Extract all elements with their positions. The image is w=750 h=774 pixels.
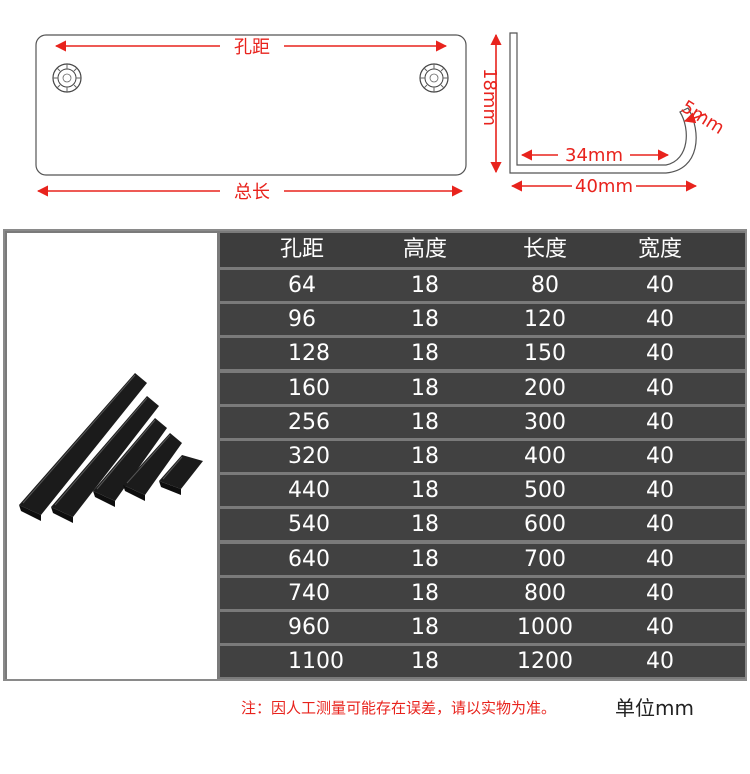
- cell-length: 700: [524, 546, 566, 572]
- cell-width: 40: [646, 341, 674, 367]
- cell-length: 400: [524, 444, 566, 469]
- inner-length-label: 34mm: [565, 145, 623, 166]
- header-hole-distance: 孔距: [280, 237, 325, 262]
- curl-arrow: [683, 112, 707, 124]
- table-row: 64 18 80 40: [220, 270, 745, 301]
- cell-hole-distance: 128: [288, 341, 330, 367]
- header-length: 长度: [522, 237, 567, 262]
- height-label: 18mm: [479, 68, 500, 126]
- cell-width: 40: [646, 375, 674, 401]
- header-width: 宽度: [637, 237, 682, 262]
- left-screw-hole-icon: [52, 63, 82, 93]
- cell-hole-distance: 320: [288, 444, 330, 469]
- cell-width: 40: [646, 512, 674, 538]
- cell-length: 500: [524, 478, 566, 504]
- table-header-row: 孔距 高度 长度 宽度: [220, 233, 745, 267]
- header-height: 高度: [402, 237, 447, 262]
- total-length-label: 总长: [234, 182, 270, 203]
- cell-length: 600: [524, 512, 566, 538]
- cell-height: 18: [411, 580, 439, 606]
- cell-width: 40: [646, 444, 674, 469]
- cell-hole-distance: 640: [288, 546, 330, 572]
- cell-height: 18: [411, 273, 439, 298]
- cell-height: 18: [411, 409, 439, 435]
- table-row: 440 18 500 40: [220, 475, 745, 507]
- cell-length: 150: [524, 341, 566, 367]
- cell-width: 40: [646, 478, 674, 504]
- cell-length: 120: [524, 307, 566, 333]
- table-row: 960 18 1000 40: [220, 612, 745, 643]
- table-row: 320 18 400 40: [220, 441, 745, 472]
- cell-hole-distance: 540: [288, 512, 330, 538]
- cell-length: 200: [524, 375, 566, 401]
- cell-length: 80: [531, 273, 559, 298]
- handle-front-view: [35, 34, 467, 176]
- cell-hole-distance: 160: [288, 375, 330, 401]
- cell-hole-distance: 96: [288, 307, 316, 333]
- table-row: 256 18 300 40: [220, 406, 745, 438]
- hole-distance-label: 孔距: [234, 37, 270, 58]
- cell-height: 18: [411, 512, 439, 538]
- cell-width: 40: [646, 409, 674, 435]
- unit-label: 单位mm: [615, 696, 694, 720]
- cell-height: 18: [411, 444, 439, 469]
- right-screw-hole-icon: [419, 63, 449, 93]
- cell-width: 40: [646, 273, 674, 298]
- cell-width: 40: [646, 649, 674, 675]
- cell-hole-distance: 1100: [288, 649, 344, 675]
- table-row: 96 18 120 40: [220, 304, 745, 336]
- cell-length: 1000: [517, 615, 573, 640]
- product-photo: [7, 233, 217, 679]
- width-label: 40mm: [575, 176, 633, 197]
- cell-hole-distance: 960: [288, 615, 330, 640]
- cell-width: 40: [646, 546, 674, 572]
- cell-height: 18: [411, 615, 439, 640]
- cell-width: 40: [646, 580, 674, 606]
- cell-length: 1200: [517, 649, 573, 675]
- table-row: 740 18 800 40: [220, 577, 745, 609]
- cell-width: 40: [646, 307, 674, 333]
- curl-label: 5mm: [677, 96, 728, 138]
- cell-hole-distance: 64: [288, 273, 316, 298]
- cell-length: 300: [524, 409, 566, 435]
- table-row: 640 18 700 40: [220, 543, 745, 575]
- cell-hole-distance: 440: [288, 478, 330, 504]
- cell-height: 18: [411, 307, 439, 333]
- table-row: 128 18 150 40: [220, 338, 745, 370]
- table-row: 540 18 600 40: [220, 509, 745, 541]
- measurement-note: 注：因人工测量可能存在误差，请以实物为准。: [241, 699, 557, 717]
- cell-height: 18: [411, 375, 439, 401]
- table-row: 160 18 200 40: [220, 372, 745, 404]
- cell-height: 18: [411, 478, 439, 504]
- cell-height: 18: [411, 546, 439, 572]
- handle-side-profile: [509, 32, 697, 174]
- cell-hole-distance: 740: [288, 580, 330, 606]
- cell-width: 40: [646, 615, 674, 640]
- table-row: 1100 18 1200 40: [220, 646, 745, 678]
- cell-height: 18: [411, 649, 439, 675]
- dimension-diagram: 孔距 总长 18mm 34mm 40mm 5mm: [35, 32, 728, 203]
- handles-illustration: [19, 373, 203, 523]
- cell-length: 800: [524, 580, 566, 606]
- cell-hole-distance: 256: [288, 409, 330, 435]
- cell-height: 18: [411, 341, 439, 367]
